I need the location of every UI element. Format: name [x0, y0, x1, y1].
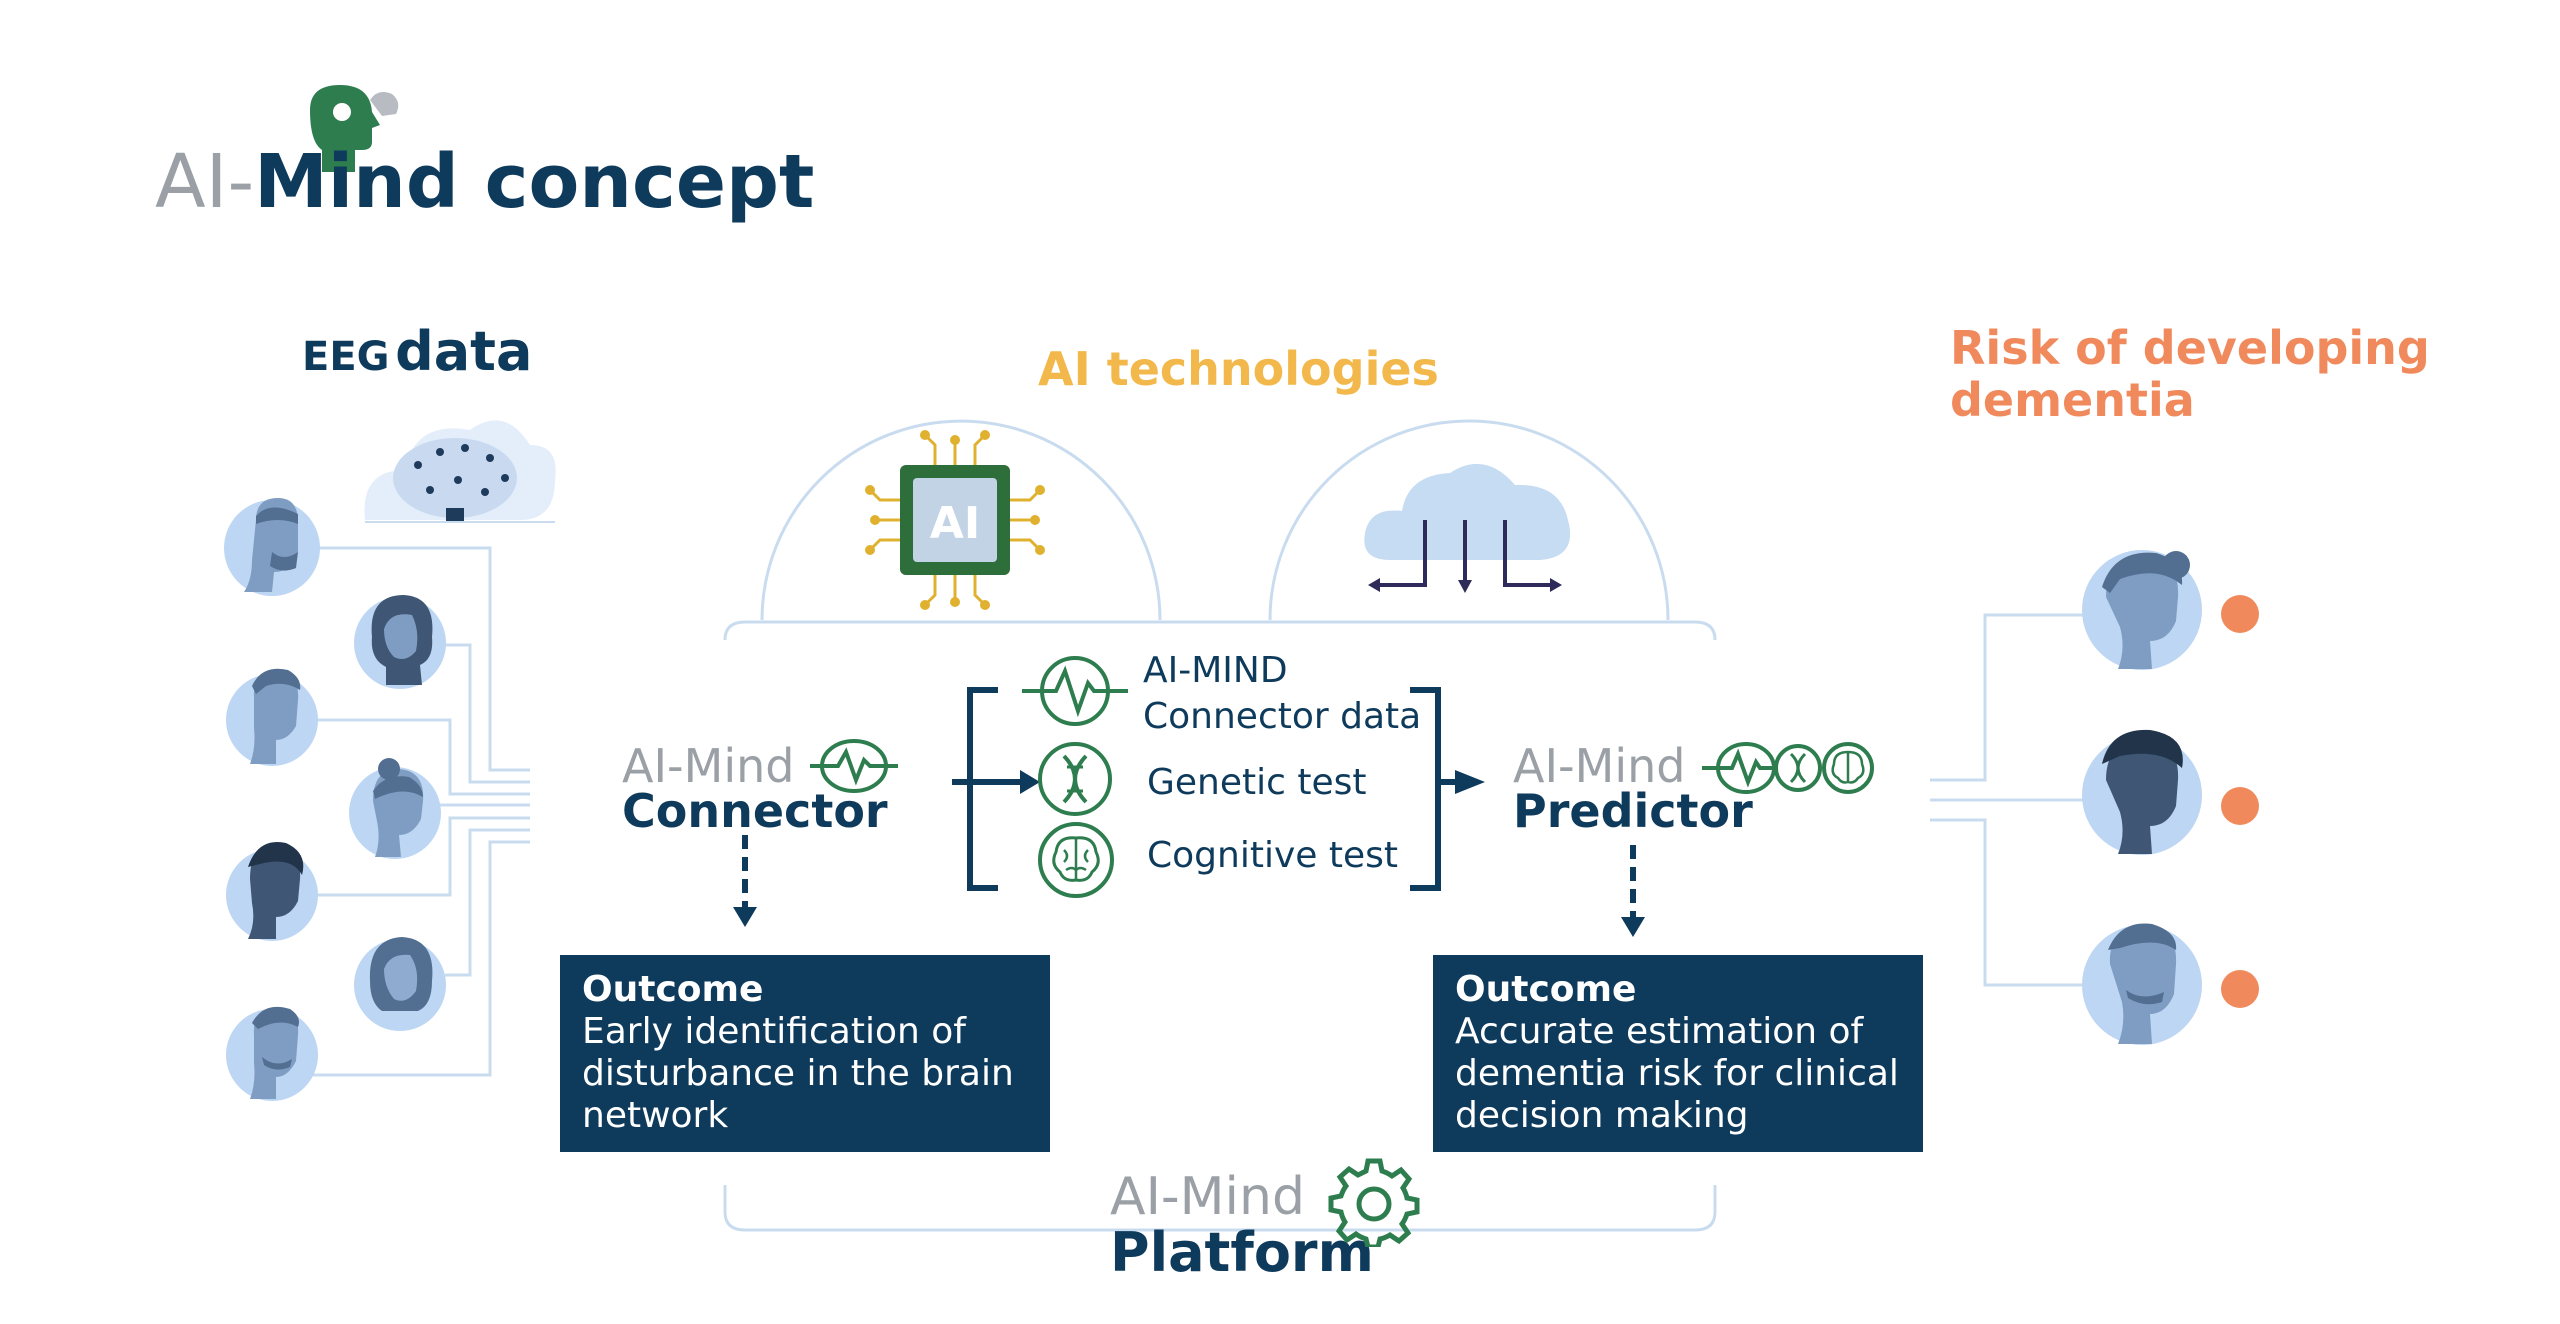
- platform-bracket: [723, 620, 1717, 1232]
- wave-icon: [1702, 742, 1778, 794]
- input-1-line1: AI-MIND: [1143, 650, 1288, 691]
- platform-line2: Platform: [1110, 1221, 1374, 1284]
- cloud-arrows-icon: [1364, 463, 1571, 593]
- wave-icon: [1022, 656, 1128, 726]
- page-title: AI-Mind concept: [155, 142, 814, 222]
- avatar-person-4: [349, 758, 441, 859]
- outcome-box-left: Outcome Early identification of disturba…: [560, 955, 1050, 1152]
- outcome-left-line1: Early identification of: [582, 1011, 966, 1052]
- outcome-right-line2: dementia risk for clinical: [1455, 1053, 1899, 1094]
- outcome-box-right: Outcome Accurate estimation of dementia …: [1433, 955, 1923, 1152]
- risk-line2: dementia: [1950, 373, 2195, 427]
- people-connector-lines: [310, 546, 530, 1077]
- ai-chip-icon: AI: [865, 430, 1045, 610]
- predictor-line1: AI-Mind: [1513, 739, 1686, 793]
- title-main: Mind concept: [254, 139, 815, 225]
- outcome-left-line2: disturbance in the brain: [582, 1053, 1014, 1094]
- input-cognitive-test: Cognitive test: [1147, 835, 1398, 876]
- platform-label: AI-Mind Platform: [1110, 1170, 1374, 1282]
- eeg-heading: EEG data: [302, 320, 532, 383]
- input-genetic-test: Genetic test: [1147, 762, 1367, 803]
- ai-domes: [760, 419, 1670, 621]
- avatar-risk-2: [2082, 729, 2202, 855]
- dna-icon: [1038, 742, 1112, 816]
- risk-connector-lines: [1930, 613, 2085, 987]
- dna-icon: [1774, 744, 1822, 792]
- risk-dot-3: [2221, 970, 2259, 1008]
- connector-line2: Connector: [622, 784, 888, 838]
- dashed-arrow-right: [1621, 845, 1645, 937]
- gear-icon: [1328, 1158, 1420, 1247]
- outcome-left-title: Outcome: [582, 969, 764, 1010]
- outcome-right-line3: decision making: [1455, 1095, 1749, 1136]
- ai-chip-label: AI: [930, 498, 980, 549]
- avatar-person-1: [224, 498, 320, 596]
- predictor-line2: Predictor: [1513, 784, 1753, 838]
- connector-line1: AI-Mind: [622, 739, 795, 793]
- eeg-small: EEG: [302, 334, 390, 380]
- brain-icon: [1822, 742, 1874, 794]
- title-prefix: AI-: [155, 139, 255, 225]
- avatar-risk-1: [2082, 550, 2202, 670]
- avatar-risk-3: [2082, 923, 2202, 1045]
- brain-icon: [1038, 822, 1114, 898]
- dashed-arrow-left: [733, 835, 757, 927]
- predictor-icons: [1702, 742, 1874, 794]
- brain-eeg-icon: [364, 420, 556, 523]
- input-connector-data: AI-MIND Connector data: [1143, 648, 1421, 740]
- outcome-left-line3: network: [582, 1095, 729, 1136]
- avatar-person-3: [226, 668, 318, 766]
- puzzle-head-icon: [310, 85, 399, 172]
- outcome-right-title: Outcome: [1455, 969, 1637, 1010]
- inputs-bracket: [952, 687, 1485, 891]
- input-1-line2: Connector data: [1143, 696, 1422, 737]
- avatar-person-7: [226, 1006, 318, 1101]
- outcome-right-line1: Accurate estimation of: [1455, 1011, 1864, 1052]
- connector-label: AI-Mind Connector: [622, 739, 888, 838]
- platform-line1: AI-Mind: [1110, 1167, 1305, 1227]
- eeg-big: data: [395, 320, 533, 383]
- avatar-person-2: [354, 595, 446, 689]
- predictor-label: AI-Mind Predictor: [1513, 739, 1753, 838]
- risk-dot-1: [2221, 595, 2259, 633]
- risk-dot-2: [2221, 787, 2259, 825]
- avatar-person-6: [354, 937, 446, 1031]
- risk-line1: Risk of developing: [1950, 321, 2430, 375]
- ai-tech-heading: AI technologies: [1038, 342, 1439, 396]
- risk-heading: Risk of developing dementia: [1950, 322, 2430, 426]
- wave-icon: [810, 739, 898, 793]
- avatar-person-5: [226, 842, 318, 941]
